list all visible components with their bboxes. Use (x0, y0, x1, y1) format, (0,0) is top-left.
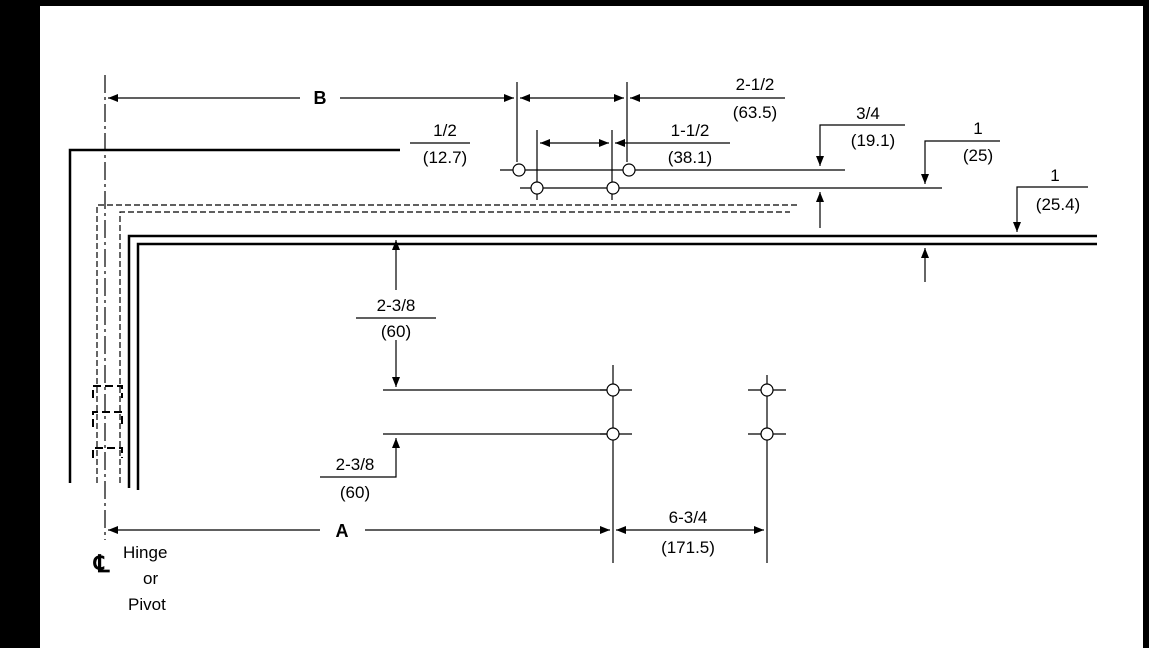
hole-marker (760, 383, 774, 397)
dim-1-25-mm: (25) (963, 146, 993, 165)
frame-dashed-line-outer (96, 204, 800, 483)
dim-1-25-4-frac: 1 (1050, 166, 1059, 185)
hole-marker (760, 427, 774, 441)
centerline-symbol: ℄ (93, 551, 110, 578)
door-edge-line-inner (136, 242, 1097, 490)
centerline-label-pivot: Pivot (128, 595, 166, 614)
dimension-2-3-8-bottom (320, 438, 400, 478)
dim-1-25-frac: 1 (973, 119, 982, 138)
drawing-sheet (40, 6, 1143, 648)
centerline-label-or: or (143, 569, 158, 588)
hole-marker (606, 383, 620, 397)
frame-outer-line (68, 148, 400, 483)
dim-3-4-mm: (19.1) (851, 131, 895, 150)
dim-2-3-8-bottom-mm: (60) (340, 483, 370, 502)
dim-1-1-2-frac: 1-1/2 (671, 121, 710, 140)
dimension-1-25 (921, 140, 1000, 184)
dimension-1-25-4 (921, 186, 1088, 282)
frame-lines (68, 148, 1097, 490)
dimension-3-4 (816, 124, 905, 228)
dim-b-label: B (314, 88, 327, 108)
centerline-label-hinge: Hinge (123, 543, 167, 562)
dim-2-1-2-frac: 2-1/2 (736, 75, 775, 94)
dim-2-1-2-mm: (63.5) (733, 103, 777, 122)
frame-dashed-line-inner (119, 211, 790, 483)
dim-2-3-8-top-mm: (60) (381, 322, 411, 341)
bottom-holes (383, 365, 786, 563)
dim-2-3-8-top-frac: 2-3/8 (377, 296, 416, 315)
dim-a-label: A (336, 521, 349, 541)
dim-3-4-frac: 3/4 (856, 104, 880, 123)
dim-1-2-mm: (12.7) (423, 148, 467, 167)
hole-marker (606, 427, 620, 441)
door-edge-line-outer (127, 234, 1097, 488)
dim-1-2-frac: 1/2 (433, 121, 457, 140)
hole-marker (530, 181, 544, 195)
dim-6-3-4-mm: (171.5) (661, 538, 715, 557)
dim-6-3-4-frac: 6-3/4 (669, 508, 708, 527)
hole-marker (512, 163, 526, 177)
dim-1-1-2-mm: (38.1) (668, 148, 712, 167)
hinge-brackets (92, 385, 123, 458)
hole-marker (622, 163, 636, 177)
dim-2-3-8-bottom-frac: 2-3/8 (336, 455, 375, 474)
top-holes (500, 82, 942, 200)
dimension-2-3-8-top (356, 240, 436, 387)
hole-marker (606, 181, 620, 195)
dim-1-25-4-mm: (25.4) (1036, 195, 1080, 214)
